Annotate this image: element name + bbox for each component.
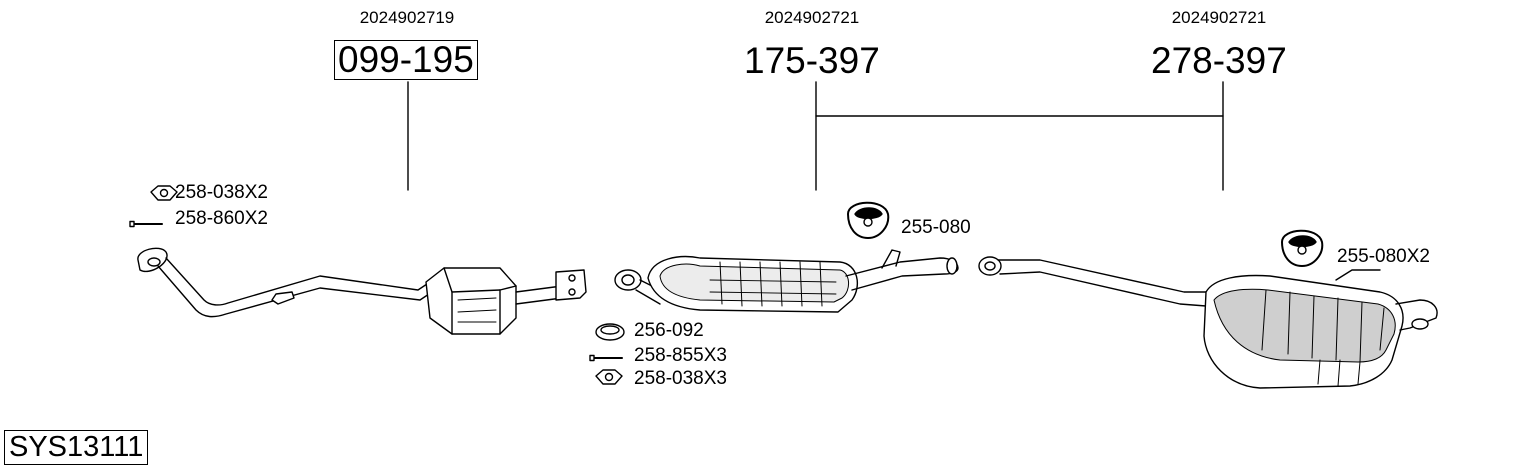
rubber-mount-icon [847, 201, 890, 239]
accessory-label-mount-rear[interactable]: 255-080X2 [1337, 246, 1430, 267]
rear-silencer [978, 256, 1438, 389]
part-number-front-pipe[interactable]: 099-195 [334, 40, 478, 80]
accessory-label-bolt-front[interactable]: 258-860X2 [175, 208, 268, 229]
gasket-ring-icon [595, 323, 625, 341]
middle-silencer [614, 249, 959, 313]
part-ref-front-pipe: 2024902719 [359, 8, 455, 27]
leader-lines [407, 81, 1224, 191]
nut-icon-2 [595, 369, 623, 385]
accessory-label-nut-middle[interactable]: 258-038X3 [634, 368, 727, 389]
part-number-middle-silencer[interactable]: 175-397 [744, 40, 880, 81]
part-number-rear-silencer[interactable]: 278-397 [1151, 40, 1287, 81]
bolt-icon-2 [589, 354, 623, 362]
front-pipe-with-catalyst [137, 247, 587, 335]
accessory-label-gasket[interactable]: 256-092 [634, 320, 704, 341]
part-ref-rear-silencer: 2024902721 [1171, 8, 1267, 27]
system-id-label: SYS13111 [4, 430, 149, 465]
accessory-label-mount-middle[interactable]: 255-080 [901, 217, 971, 238]
accessory-label-bolt-middle[interactable]: 258-855X3 [634, 345, 727, 366]
part-ref-middle-silencer: 2024902721 [764, 8, 860, 27]
bolt-icon [129, 220, 163, 228]
nut-icon [150, 185, 178, 201]
rubber-mount-icon-2 [1281, 229, 1324, 267]
accessory-label-nut-front[interactable]: 258-038X2 [175, 182, 268, 203]
